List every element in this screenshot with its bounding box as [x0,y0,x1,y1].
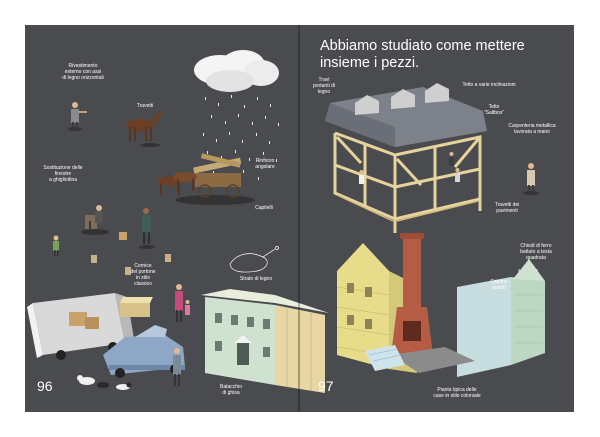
small-lumber-stacks [91,254,171,275]
blacksmith-figure [523,163,539,195]
moving-truck [27,293,135,360]
label-tetto-inclinazioni: Tetto a varie inclinazioni [462,82,516,88]
frame-workers [359,152,460,184]
label-tetto-saltbox: Tetto "Saltbox" [483,104,505,116]
label-travi-portanti: Travi portanti di legno [313,77,335,95]
label-batacchio: Batacchio di ghisa [220,384,242,396]
page-number-left: 96 [37,378,53,394]
horse-illustration [126,111,162,147]
label-strato: Strato di legno [239,276,273,282]
rain-drops [203,95,279,180]
open-crate [120,297,153,317]
dogs-illustration [77,375,132,390]
layer-sketch-icon [229,246,279,273]
label-camino: Camino aperto [490,279,508,291]
spread-gutter [298,25,300,412]
label-cornice: Cornice del portone in stile classico [130,263,156,287]
label-sostituzione: Sostituzione delle finestre a ghigliotti… [43,165,83,183]
worker-figure [68,102,87,131]
horse-cart-illustration [157,153,255,205]
label-rivestimento: Rivestimento esterno con assi di legno o… [62,63,104,81]
page-number-right: 97 [318,378,334,394]
timber-frame-house [325,83,487,233]
carpenter-figure [119,208,155,249]
label-rinforzo: Rinforzo angolare [255,158,275,170]
book-spread: Abbiamo studiato come mettere insieme i … [25,25,574,412]
label-travetti: Travetti [136,103,154,109]
label-chiodi: Chiodi di ferro battuto a testa quadrata [520,243,552,261]
label-travetti-pavimenti: Travetti dei pavimenti [494,202,520,214]
family-figures [173,284,190,386]
label-capitelli: Capitelli [255,205,273,211]
child-figure [53,235,59,256]
window-worker-figure [81,205,109,235]
label-pianta: Pianta tipica delle case in stile coloni… [433,387,481,399]
colonial-house-front [201,289,329,393]
label-carpenteria: Carpenteria metallica lavorata a mano [508,123,556,135]
headline: Abbiamo studiato come mettere insieme i … [320,38,525,71]
illustration [27,50,545,393]
colonial-house-cutaway [336,233,545,377]
cloud-illustration [194,50,279,92]
